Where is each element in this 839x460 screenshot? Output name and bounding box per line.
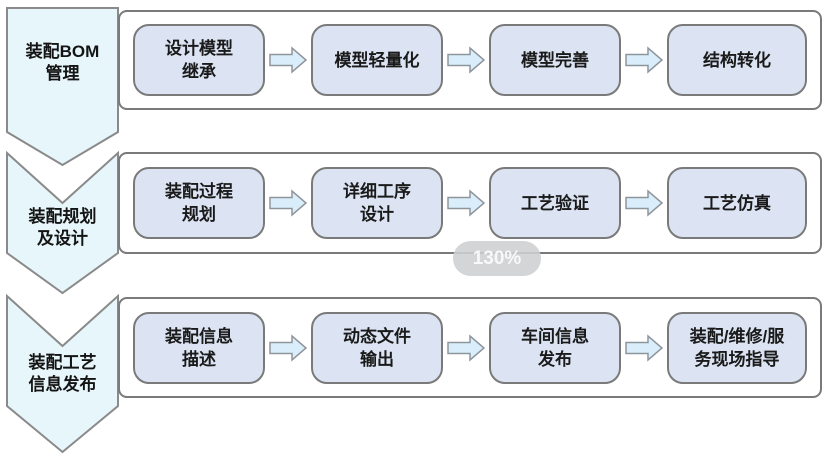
stage-chevron-row3 bbox=[6, 294, 119, 454]
stage-label-row3: 装配工艺 信息发布 bbox=[28, 353, 97, 394]
right-arrow-icon bbox=[625, 333, 663, 362]
right-arrow-icon bbox=[269, 46, 307, 74]
zoom-indicator: 130% bbox=[453, 241, 541, 276]
chevron-down-shape bbox=[6, 151, 119, 295]
stage-chevron-row1 bbox=[6, 7, 119, 167]
process-step-box: 结构转化 bbox=[667, 24, 807, 96]
process-step-box: 车间信息 发布 bbox=[489, 311, 621, 384]
right-arrow-icon bbox=[447, 46, 485, 74]
row-panel-2: 装配过程 规划 详细工序 设计 工艺验证 工艺仿真 bbox=[118, 152, 822, 254]
pentagon-down-shape bbox=[6, 7, 119, 167]
process-step-box: 装配过程 规划 bbox=[133, 167, 265, 239]
process-step-box: 装配信息 描述 bbox=[133, 311, 265, 384]
process-step-box: 工艺仿真 bbox=[667, 167, 807, 239]
row-panel-1: 设计模型 继承 模型轻量化 模型完善 结构转化 bbox=[118, 10, 822, 110]
process-step-box: 模型完善 bbox=[489, 24, 621, 96]
process-step-box: 详细工序 设计 bbox=[311, 167, 443, 239]
right-arrow-icon bbox=[625, 189, 663, 217]
stage-label-row2: 装配规划 及设计 bbox=[28, 207, 97, 248]
process-step-box: 装配/维修/服 务现场指导 bbox=[667, 311, 807, 384]
row-panel-3: 装配信息 描述 动态文件 输出 车间信息 发布 装配/维修/服 务现场指导 bbox=[118, 297, 822, 398]
stage-label-row1: 装配BOM 管理 bbox=[25, 42, 100, 83]
right-arrow-icon bbox=[625, 46, 663, 74]
right-arrow-icon bbox=[447, 189, 485, 217]
right-arrow-icon bbox=[447, 333, 485, 362]
stage-chevron-row2 bbox=[6, 151, 119, 295]
process-step-box: 动态文件 输出 bbox=[311, 311, 443, 384]
process-step-box: 工艺验证 bbox=[489, 167, 621, 239]
right-arrow-icon bbox=[269, 333, 307, 362]
chevron-down-shape bbox=[6, 294, 119, 454]
process-step-box: 设计模型 继承 bbox=[133, 24, 265, 96]
process-step-box: 模型轻量化 bbox=[311, 24, 443, 96]
right-arrow-icon bbox=[269, 189, 307, 217]
